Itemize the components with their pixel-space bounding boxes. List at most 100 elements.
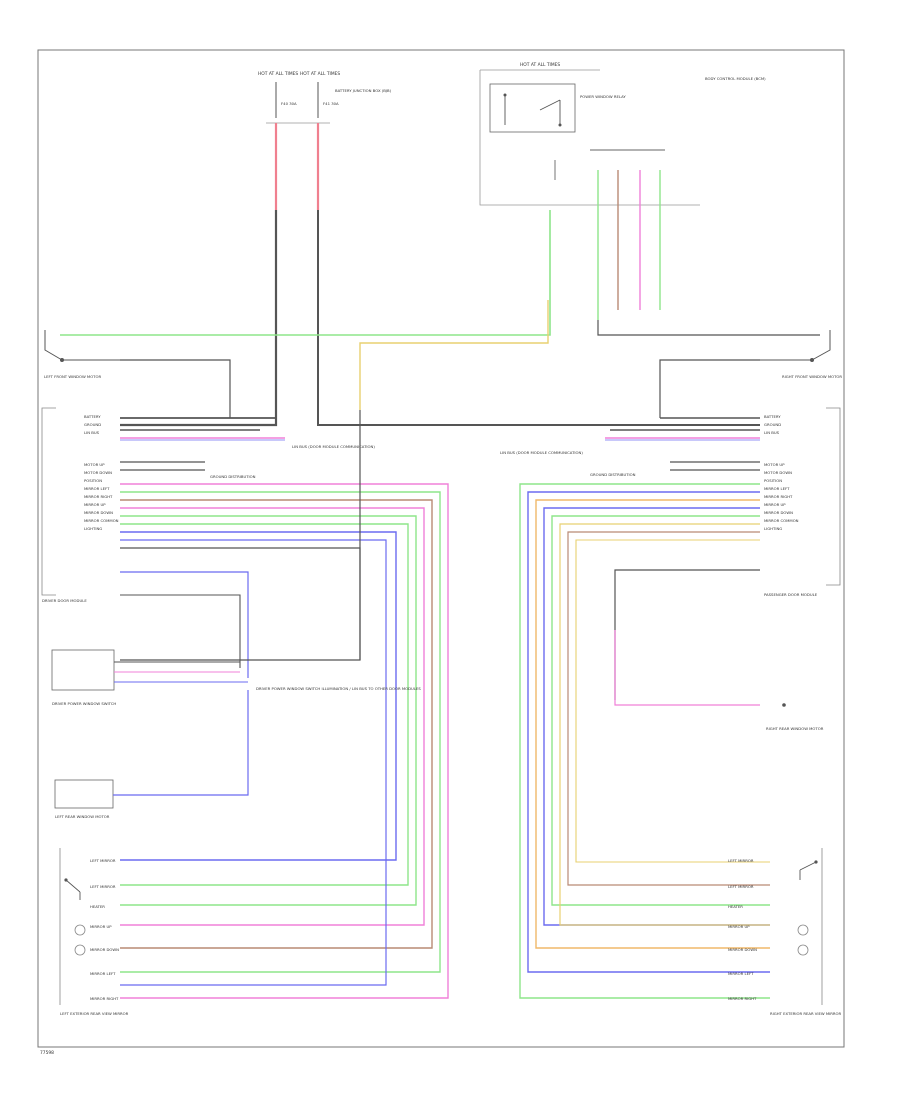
ddm-pin-5: MOTOR DOWN [84, 470, 112, 475]
left-exterior-mirror: LEFT EXTERIOR REAR VIEW MIRROR LEFT MIRR… [59, 848, 129, 1016]
ddm-wire-pink-2 [120, 507, 425, 926]
power-window-relay-box [489, 83, 576, 133]
bcm-hot-label: HOT AT ALL TIMES [520, 62, 560, 68]
wire-battery-1-lower [120, 210, 278, 427]
pdm-pin-7: MIRROR LEFT [764, 486, 790, 491]
fuse-2-label: HOT AT ALL TIMES [300, 71, 340, 77]
pdm-pin-3: LIN BUS [764, 430, 780, 435]
lem-pin-7: MIRROR RIGHT [90, 996, 119, 1001]
ddm-pin-labels: BATTERY GROUND LIN BUS MOTOR UP MOTOR DO… [84, 414, 119, 531]
rem-dot-1 [814, 860, 818, 864]
dpws-box [51, 649, 115, 691]
dpws-label: DRIVER POWER WINDOW SWITCH [52, 701, 116, 706]
ddm-wire-blue-2 [120, 539, 387, 986]
bcm-wire-yellow [359, 300, 549, 410]
right-exterior-mirror: RIGHT EXTERIOR REAR VIEW MIRROR LEFT MIR… [728, 848, 842, 1016]
ddm-pin-12: LIGHTING [84, 526, 102, 531]
rem-pin-2: LEFT MIRROR [728, 884, 754, 889]
pdm-wire-pink-1 [614, 630, 760, 706]
ddm-wire-blue-1 [120, 531, 397, 861]
pdm-wire-blue-1 [527, 491, 770, 973]
left-front-window-motor: LEFT FRONT WINDOW MOTOR [44, 330, 231, 418]
ddm-pin-3: LIN BUS [84, 430, 100, 435]
ddm-wire-pink-1 [120, 483, 449, 999]
rrwm-label: RIGHT REAR WINDOW MOTOR [766, 726, 824, 731]
pdm-pin-4: MOTOR UP [764, 462, 785, 467]
ddm-pin-1: BATTERY [84, 414, 101, 419]
top-fuse-group: HOT AT ALL TIMES HOT AT ALL TIMES F40 30… [258, 71, 392, 124]
smart-junction-box: HOT AT ALL TIMES BODY CONTROL MODULE (BC… [479, 62, 766, 206]
lem-heater-2 [74, 944, 86, 956]
ddm-pin-7: MIRROR LEFT [84, 486, 110, 491]
rf-motor-return [659, 359, 760, 418]
relay-dot-1 [503, 93, 507, 97]
lem-pin-1: LEFT MIRROR [90, 858, 116, 863]
rrwm-dot [782, 703, 786, 707]
lem-pin-6: MIRROR LEFT [90, 971, 116, 976]
lem-pin-3: HEATER [90, 904, 105, 909]
bcm-boundary [479, 69, 700, 206]
lf-motor-dot [60, 358, 64, 362]
rem-label: RIGHT EXTERIOR REAR VIEW MIRROR [770, 1011, 842, 1016]
ddm-pin-8: MIRROR RIGHT [84, 494, 113, 499]
fuse-box-label: BATTERY JUNCTION BOX (BJB) [335, 88, 392, 93]
rem-pin-3: HEATER [728, 904, 743, 909]
left-rear-window-motor: LEFT REAR WINDOW MOTOR [54, 690, 249, 819]
rem-heater-1 [797, 924, 809, 936]
ddm-lin-note: LIN BUS (DOOR MODULE COMMUNICATION) [292, 444, 375, 449]
pdm-pin-labels: BATTERY GROUND LIN BUS MOTOR UP MOTOR DO… [764, 414, 799, 531]
fuse-2-value: F41 30A [323, 101, 339, 106]
pdm-wire-black-1 [614, 569, 760, 700]
rem-switch-1 [799, 861, 817, 880]
pdm-wire-yellow-2 [575, 539, 770, 863]
ddm-ground-note: GROUND DISTRIBUTION [210, 474, 256, 479]
pdm-ground-note: GROUND DISTRIBUTION [590, 472, 636, 477]
pdm-pin-12: LIGHTING [764, 526, 782, 531]
ddm-pin-2: GROUND [84, 422, 101, 427]
rf-motor-dot [810, 358, 814, 362]
right-front-window-motor: RIGHT FRONT WINDOW MOTOR [659, 330, 842, 418]
rem-heater-2 [797, 944, 809, 956]
ddm-wire-black-2 [120, 594, 241, 668]
ddm-outline [41, 407, 56, 596]
right-rear-window-motor: RIGHT REAR WINDOW MOTOR [766, 703, 824, 731]
pdm-pin-1: BATTERY [764, 414, 781, 419]
fuse-1-value: F40 30A [281, 101, 297, 106]
bcm-box-label: BODY CONTROL MODULE (BCM) [705, 76, 766, 81]
ddm-to-switch-black [120, 410, 361, 661]
ddm-pin-6: POSITION [84, 478, 102, 483]
ddm-pin-9: MIRROR UP [84, 502, 106, 507]
ddm-pin-10: MIRROR DOWN [84, 510, 113, 515]
bcm-wire-green [60, 210, 551, 336]
pdm-label: PASSENGER DOOR MODULE [764, 592, 818, 597]
ddm-wire-blue-3 [120, 571, 249, 678]
rf-motor-label: RIGHT FRONT WINDOW MOTOR [782, 374, 842, 379]
ddm-wire-green-2 [120, 515, 417, 906]
pdm-wire-brown-1 [535, 499, 770, 949]
pdm-pin-10: MIRROR DOWN [764, 510, 793, 515]
lem-switch-1 [65, 879, 81, 900]
pdm-pin-8: MIRROR RIGHT [764, 494, 793, 499]
rf-motor-switch [760, 330, 831, 361]
lem-dot-1 [64, 878, 68, 882]
switch-note: DRIVER POWER WINDOW SWITCH ILLUMINATION … [256, 686, 421, 691]
relay-dot-2 [558, 123, 562, 127]
power-window-relay-label: POWER WINDOW RELAY [580, 94, 626, 99]
ddm-wire-green-3 [120, 523, 409, 886]
lf-motor-switch [44, 330, 120, 361]
rem-pin-5: MIRROR DOWN [728, 947, 757, 952]
lrwm-box [54, 779, 114, 809]
lf-motor-label: LEFT FRONT WINDOW MOTOR [44, 374, 101, 379]
bcm-green-to-right [597, 320, 820, 336]
lem-pin-4: MIRROR UP [90, 924, 112, 929]
pdm-outline [826, 407, 841, 586]
pdm-pin-9: MIRROR UP [764, 502, 786, 507]
pdm-pin-2: GROUND [764, 422, 781, 427]
pdm-wire-green-2 [551, 515, 770, 906]
diagram-frame [37, 49, 845, 1048]
lem-pin-2: LEFT MIRROR [90, 884, 116, 889]
pdm-pin-6: POSITION [764, 478, 782, 483]
fuse-1-label: HOT AT ALL TIMES [258, 71, 298, 77]
pdm-pin-11: MIRROR COMMON [764, 518, 799, 523]
